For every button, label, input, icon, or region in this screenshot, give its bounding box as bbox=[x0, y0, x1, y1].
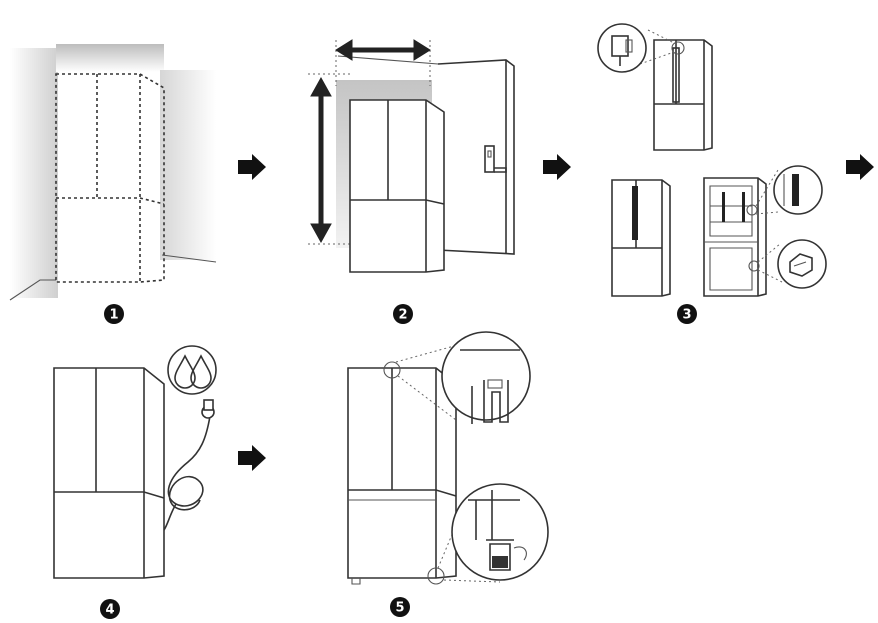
step-marker-3: 3 bbox=[677, 304, 697, 324]
arrow-right-icon bbox=[238, 445, 266, 471]
step-number-1: 1 bbox=[109, 308, 118, 323]
step-number-5: 5 bbox=[395, 601, 404, 616]
water-drops-icon bbox=[174, 354, 212, 389]
arrow-right-icon bbox=[543, 154, 571, 180]
step-number-2: 2 bbox=[398, 308, 407, 323]
panel-2-measure-door bbox=[308, 40, 515, 273]
double-arrow-icon bbox=[310, 76, 332, 244]
step-marker-2: 2 bbox=[393, 304, 413, 324]
step-marker-4: 4 bbox=[100, 599, 120, 619]
panel-1-fridge-space bbox=[9, 44, 217, 301]
step-marker-5: 5 bbox=[390, 597, 410, 617]
step-number-4: 4 bbox=[105, 603, 114, 618]
double-arrow-icon bbox=[335, 39, 431, 61]
arrow-right-icon bbox=[846, 154, 874, 180]
step-number-3: 3 bbox=[682, 308, 691, 323]
step-marker-1: 1 bbox=[104, 304, 124, 324]
panel-3-remove-doors bbox=[597, 23, 827, 297]
arrow-right-icon bbox=[238, 154, 266, 180]
panel-5-align-doors bbox=[347, 331, 549, 585]
panel-4-water-supply bbox=[53, 345, 217, 579]
